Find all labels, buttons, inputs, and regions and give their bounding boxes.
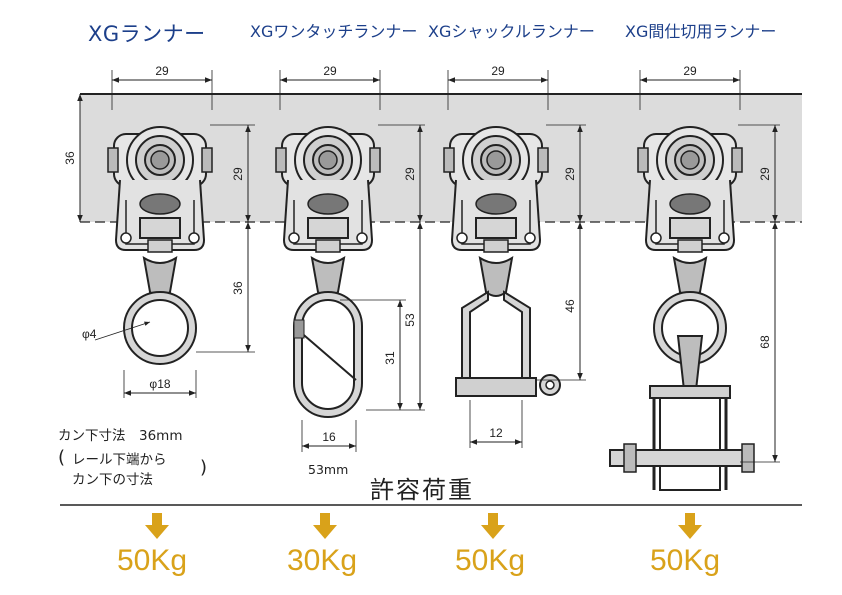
load-value-xg-shackle-runner: 50Kg <box>455 544 526 577</box>
load-arrow-1 <box>313 513 337 539</box>
load-arrow-3 <box>678 513 702 539</box>
note-line2: レール下端から <box>72 452 167 468</box>
note-size-53mm: 53mm <box>308 462 349 477</box>
r2-width-12: 12 <box>489 426 503 440</box>
r1-width-29: 29 <box>323 64 337 78</box>
r3-drop-68: 68 <box>758 335 772 349</box>
r0-phi18: φ18 <box>149 377 170 391</box>
load-arrow-0 <box>145 513 169 539</box>
note-paren-open: ( <box>58 447 66 468</box>
r2-drop-46: 46 <box>563 299 577 313</box>
r1-inner-31: 31 <box>383 351 397 365</box>
r0-phi4: φ4 <box>82 327 97 341</box>
xg-runner-drawing <box>107 126 213 365</box>
xg-shackle-runner-drawing <box>443 126 561 397</box>
r0-width-29: 29 <box>155 64 169 78</box>
title-xg-runner: XGランナー <box>88 22 206 46</box>
xg-onetouch-runner-drawing <box>275 126 381 418</box>
r1-height-29: 29 <box>403 167 417 181</box>
r3-width-29: 29 <box>683 64 697 78</box>
r3-height-29: 29 <box>758 167 772 181</box>
r1-width-16: 16 <box>322 430 336 444</box>
r1-drop-53: 53 <box>403 313 417 327</box>
load-value-xg-partition-runner: 50Kg <box>650 544 721 577</box>
r2-width-29: 29 <box>491 64 505 78</box>
note-line1: カン下寸法 36mm <box>58 428 183 444</box>
load-value-xg-onetouch-runner: 30Kg <box>287 544 358 577</box>
note-line3: カン下の寸法 <box>72 472 153 488</box>
load-arrow-2 <box>481 513 505 539</box>
load-arrows <box>145 513 702 539</box>
r0-height-29: 29 <box>231 167 245 181</box>
title-xg-shackle-runner: XGシャックルランナー <box>428 22 595 41</box>
title-xg-partition-runner: XG間仕切用ランナー <box>625 22 777 41</box>
xg-partition-runner-drawing <box>609 126 755 491</box>
r0-drop-36: 36 <box>231 281 245 295</box>
note-paren-close: ) <box>200 457 208 478</box>
load-title: 許容荷重 <box>370 476 474 504</box>
r2-height-29: 29 <box>563 167 577 181</box>
title-xg-onetouch-runner: XGワンタッチランナー <box>250 22 418 41</box>
load-value-xg-runner: 50Kg <box>117 544 188 577</box>
rail-height-36: 36 <box>63 151 77 165</box>
